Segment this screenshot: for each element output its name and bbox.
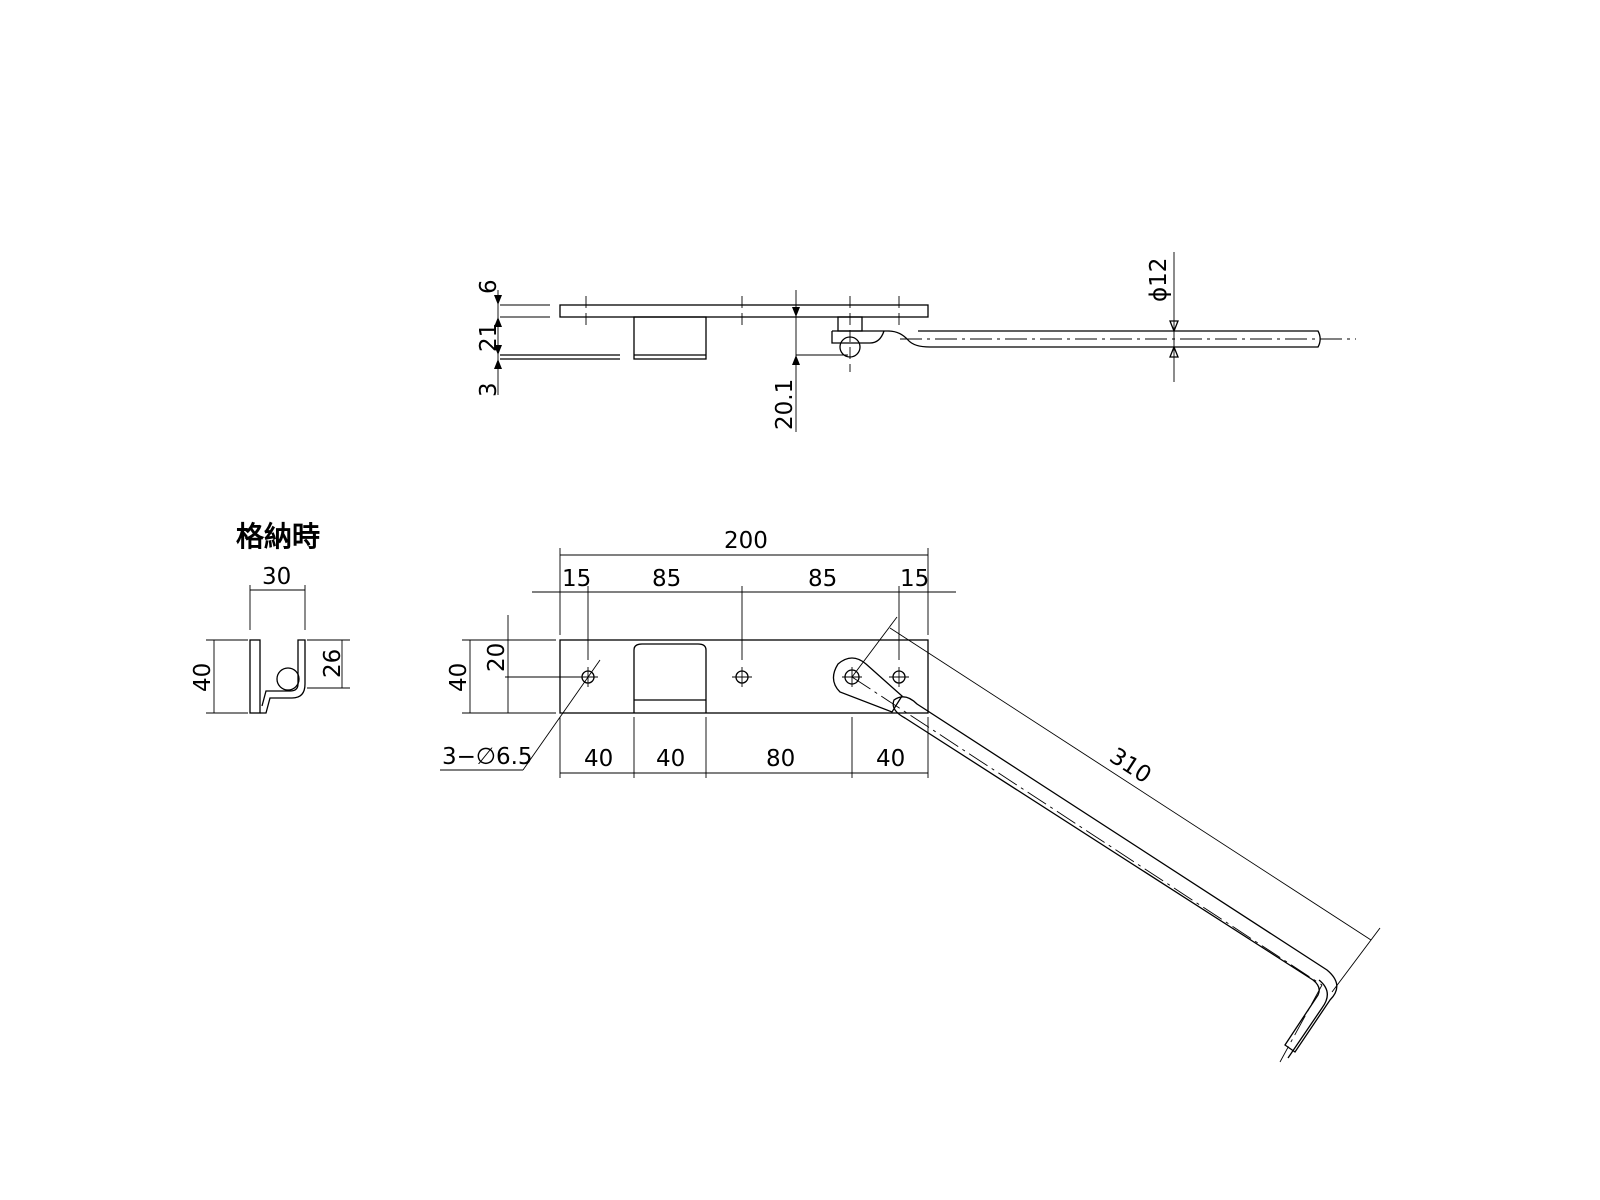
rod-dim-arrow-2	[1169, 345, 1179, 358]
dim-15-left-label: 15	[562, 566, 591, 592]
plan-arm-centerline-2	[1279, 984, 1323, 1063]
plan-cutout	[633, 643, 707, 713]
dim-310-line	[889, 627, 1372, 941]
dim-200-label: 200	[724, 528, 768, 554]
dim-21-label: 21	[476, 323, 502, 352]
stored-view: 格納時 30 40 26	[190, 520, 350, 714]
dim-310-ext-1	[851, 616, 898, 678]
dim-20-label: 20	[484, 643, 510, 672]
dim-20-1-arrow-1	[792, 307, 800, 317]
dim-310-ext-2	[1331, 927, 1381, 993]
plan-arm-link	[832, 657, 903, 713]
stored-pivot-circle	[276, 667, 300, 691]
dim-seg-4-label: 40	[876, 746, 905, 772]
side-plate	[559, 304, 929, 318]
plan-view: 310 200 15 85 85 15 40 20 3−∅6.5 4	[440, 528, 1381, 1063]
dim-21-arrow-bot	[494, 345, 502, 355]
dim-6-label: 6	[476, 279, 502, 294]
dim-seg-1-label: 40	[584, 746, 613, 772]
stored-hook	[260, 639, 306, 714]
rod-diameter-label: ϕ12	[1146, 258, 1172, 302]
side-rod	[832, 330, 1321, 348]
dim-6-arrow	[494, 295, 502, 305]
dim-seg-2-label: 40	[656, 746, 685, 772]
dim-85-1-label: 85	[652, 566, 681, 592]
plan-plate	[559, 639, 929, 714]
side-block	[633, 316, 707, 360]
stored-plate	[249, 639, 261, 714]
plan-arm-centerline	[851, 676, 1323, 986]
side-view: ϕ12 6 21 3 20.1	[476, 252, 1356, 432]
dim-20-1-arrow-2	[792, 355, 800, 365]
dim-15-right-label: 15	[900, 566, 929, 592]
dim-seg-3-label: 80	[766, 746, 795, 772]
plan-arm-rod	[892, 696, 1338, 1053]
rod-dim-arrow-1	[1169, 320, 1179, 333]
plan-arm-rod-inner	[1287, 979, 1328, 1059]
dim-85-2-label: 85	[808, 566, 837, 592]
side-rod-head	[831, 330, 885, 344]
holes-leader	[522, 659, 601, 771]
stored-40-label: 40	[190, 663, 216, 692]
dim-plan-40-label: 40	[446, 663, 472, 692]
stored-30-label: 30	[262, 564, 291, 590]
dim-20-1-label: 20.1	[772, 379, 798, 430]
holes-spec-label: 3−∅6.5	[442, 744, 533, 770]
dim-21-arrow-top	[494, 317, 502, 327]
stored-26-label: 26	[320, 649, 346, 678]
dim-310-label: 310	[1105, 743, 1156, 789]
dim-3-label: 3	[476, 382, 502, 397]
dim-3-arrow	[494, 359, 502, 369]
stored-view-title: 格納時	[236, 520, 320, 553]
